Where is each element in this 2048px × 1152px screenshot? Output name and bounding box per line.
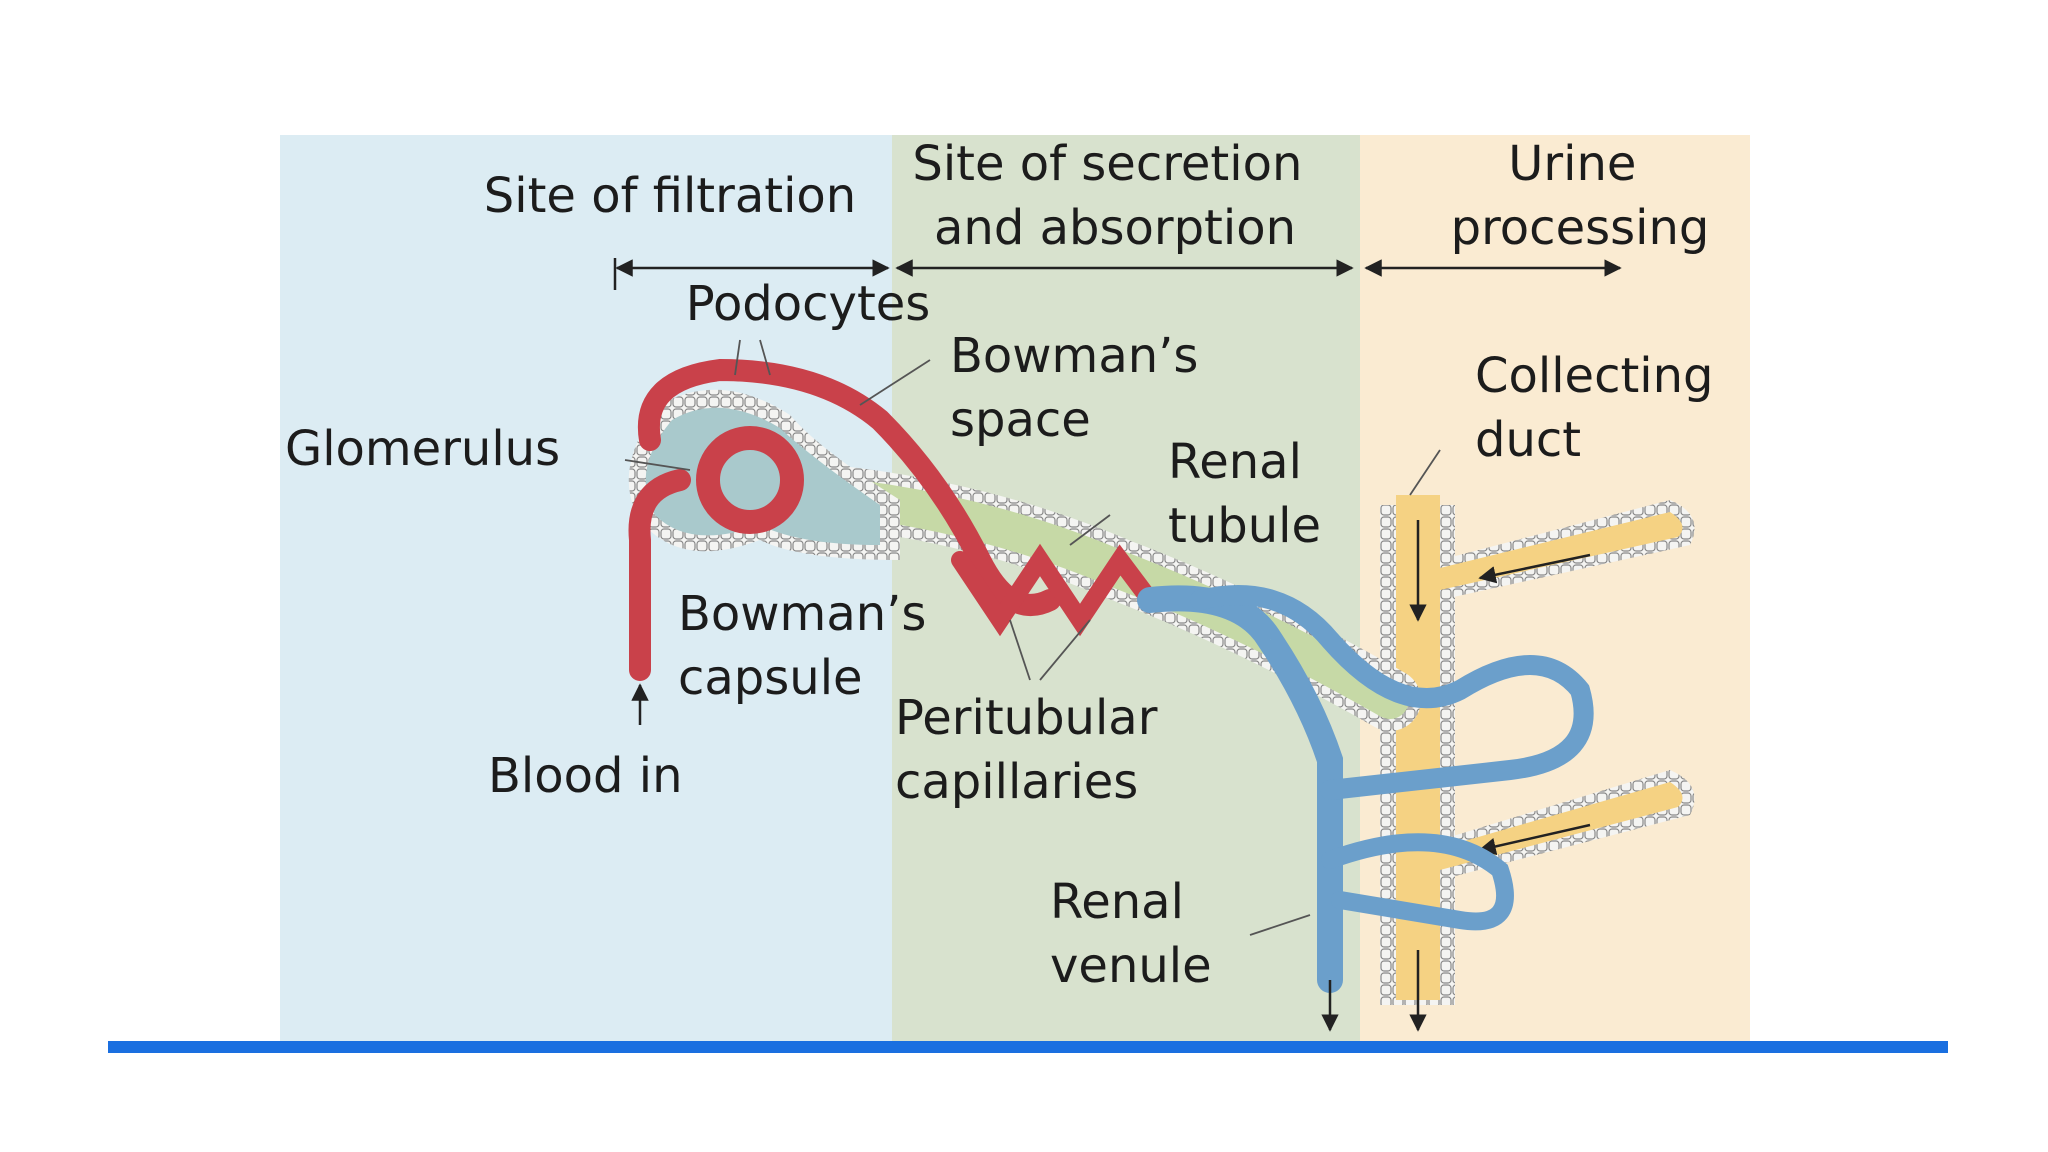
label-bowmans-capsule: Bowman’s capsule [678,586,942,706]
label-peritubular-capillaries: Peritubular capillaries [895,690,1173,810]
bottom-accent-rule [108,1041,1948,1053]
leader-lines [624,339,1441,936]
label-blood-in: Blood in [488,748,682,804]
zone-filtration-bg [280,135,892,1041]
zone-label-secretion: Site of secretion and absorption [912,136,1317,256]
label-glomerulus: Glomerulus [285,421,560,477]
label-podocytes: Podocytes [686,276,931,332]
label-collecting-duct: Collecting duct [1475,348,1729,468]
zone-range-arrows [613,258,1622,290]
label-renal-tubule: Renal tubule [1168,434,1321,554]
zone-label-urine: Urine processing [1451,136,1710,256]
glomerulus-vessels [628,358,1159,681]
bowmans-capsule [628,389,900,560]
peritubular-capillaries [1137,585,1594,993]
label-renal-venule: Renal venule [1050,874,1212,994]
collecting-duct [1380,495,1695,1032]
zone-label-filtration: Site of filtration [484,168,856,224]
label-bowmans-space: Bowman’s space [950,328,1214,448]
